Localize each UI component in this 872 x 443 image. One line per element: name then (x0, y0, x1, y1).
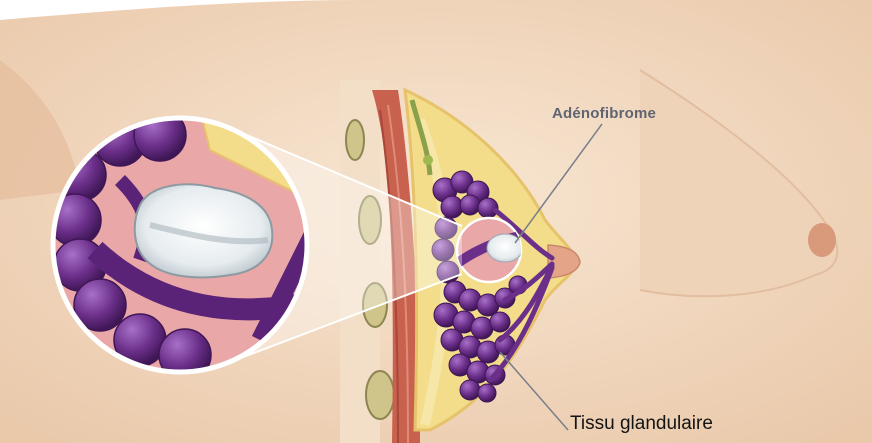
label-adenofibrome: Adénofibrome (552, 105, 656, 122)
right-nipple (808, 223, 836, 257)
label-tissu-glandulaire: Tissu glandulaire (570, 413, 713, 435)
